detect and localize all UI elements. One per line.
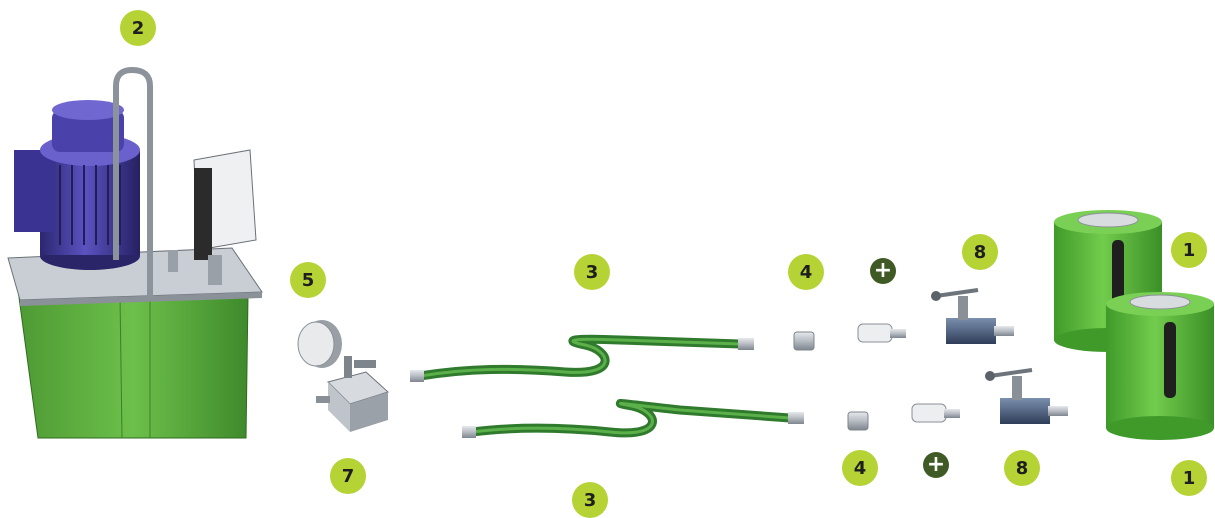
plus-icon: + <box>923 452 949 478</box>
electric-pump-unit-icon <box>8 70 262 438</box>
label-badge-cylinder-top: 1 <box>1171 232 1207 268</box>
coupler-icon <box>848 404 960 430</box>
pressure-gauge-icon <box>298 320 342 368</box>
needle-valve-icon <box>985 370 1068 424</box>
label-badge-hose-top: 3 <box>574 254 610 290</box>
label-badge-valve-bottom: 8 <box>1004 450 1040 486</box>
label-badge-hose-bottom: 3 <box>572 482 608 518</box>
manifold-block-icon <box>316 356 388 432</box>
label-badge-valve-top: 8 <box>962 234 998 270</box>
label-badge-cylinder-bottom: 1 <box>1171 460 1207 496</box>
label-badge-manifold: 7 <box>330 458 366 494</box>
plus-icon: + <box>870 258 896 284</box>
label-badge-gauge: 5 <box>290 262 326 298</box>
hydraulic-cylinder-icon <box>1106 292 1214 440</box>
label-badge-coupler-top: 4 <box>788 254 824 290</box>
label-badge-pump: 2 <box>120 10 156 46</box>
coupler-icon <box>794 324 906 350</box>
label-badge-coupler-bottom: 4 <box>842 450 878 486</box>
hose-icon <box>410 338 754 382</box>
needle-valve-icon <box>931 290 1014 344</box>
hose-icon <box>462 403 804 438</box>
